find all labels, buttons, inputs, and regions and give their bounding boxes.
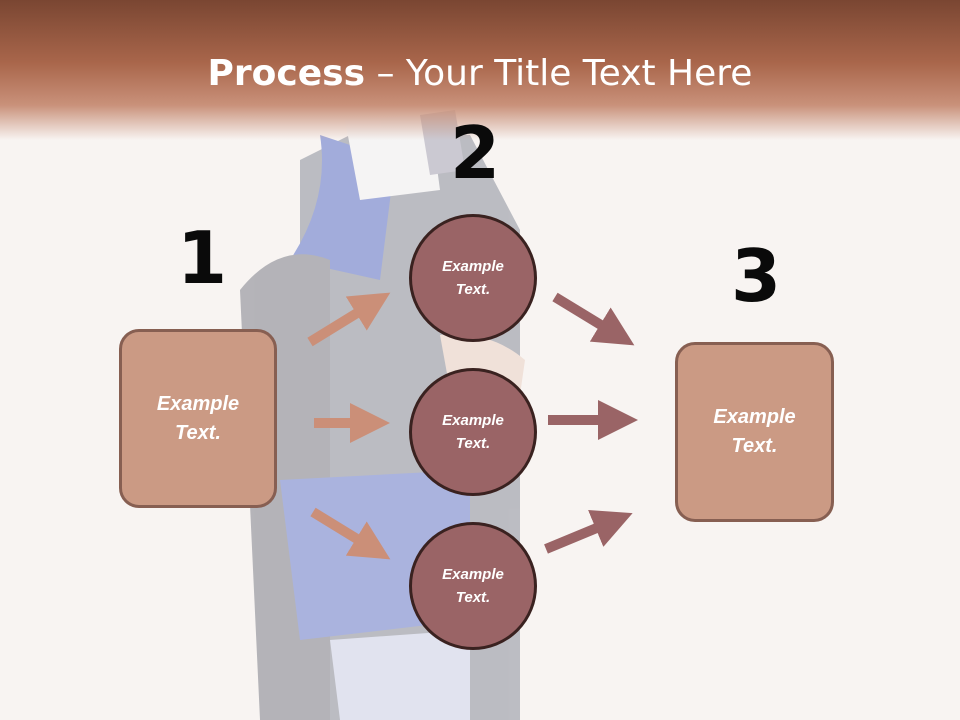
arrow-2c-to-3 — [544, 509, 633, 554]
arrow-1-to-2c — [310, 507, 391, 560]
step-number-1: 1 — [177, 216, 228, 300]
title-bold: Process — [207, 53, 366, 94]
slide-title: Process – Your Title Text Here — [0, 52, 960, 96]
step-number-2: 2 — [450, 111, 501, 195]
arrow-2a-to-3 — [552, 292, 635, 346]
arrow-1-to-2a — [307, 292, 391, 347]
title-bar — [0, 0, 960, 140]
title-rest: – Your Title Text Here — [365, 53, 753, 94]
step-number-3: 3 — [731, 234, 782, 318]
